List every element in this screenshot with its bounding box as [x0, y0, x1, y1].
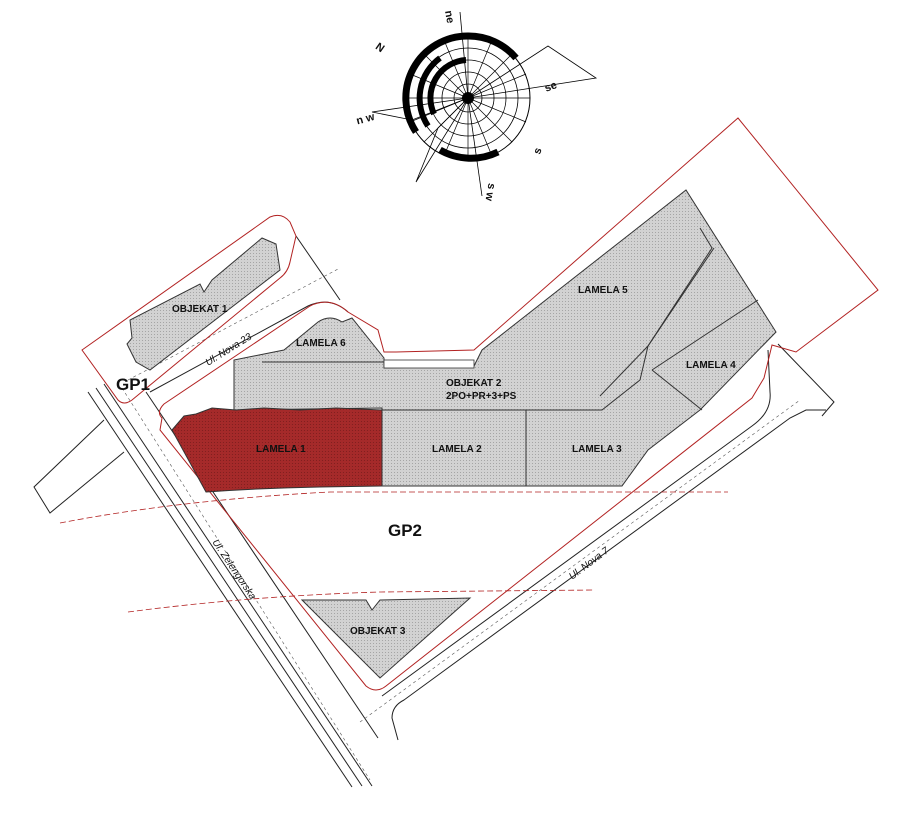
compass-sw-label: s w — [483, 182, 498, 202]
objekat3-label: OBJEKAT 3 — [350, 626, 406, 637]
lamela2-label: LAMELA 2 — [432, 444, 482, 455]
lamela4-label: LAMELA 4 — [686, 360, 736, 371]
wind-rose: N ne se s s w n w — [355, 10, 598, 202]
wind-rose-arc-outer-2 — [467, 32, 519, 61]
nova7-street-label: Ul. Nova 7 — [567, 545, 611, 582]
compass-s-label: s — [531, 146, 544, 156]
regulation-line-upper — [59, 491, 728, 524]
wind-rose-star — [371, 11, 598, 197]
courtyard-strip — [383, 359, 475, 369]
objekat2-footprint — [233, 189, 777, 487]
gp2-plot-boundary — [158, 117, 879, 691]
gp2-label: GP2 — [388, 521, 422, 540]
regulation-line-lower — [127, 589, 596, 613]
nova7-road-upper — [381, 349, 771, 697]
nova7-road-axis — [359, 399, 801, 723]
gp1-plot-boundary — [81, 214, 297, 404]
nova7-road-end — [777, 343, 835, 417]
zelengorska-road-edge-left-inner2 — [103, 383, 373, 787]
zelengorska-street-label: Ul. Zelengorska — [210, 538, 259, 603]
objekat3-footprint — [300, 597, 472, 679]
gp1-label: GP1 — [116, 375, 150, 394]
objekat2-name-label: OBJEKAT 2 — [446, 378, 502, 389]
objekat2-floors-label: 2PO+PR+3+PS — [446, 391, 517, 402]
side-road-left — [33, 419, 125, 514]
compass-ne-label: ne — [442, 10, 456, 25]
zelengorska-road-axis — [121, 387, 371, 781]
nova7-road-lower — [391, 409, 826, 741]
lamela1-label: LAMELA 1 — [256, 444, 306, 455]
lamela-divider-3-4 — [651, 369, 703, 411]
lamela1-footprint — [171, 407, 383, 493]
lamela5-label: LAMELA 5 — [578, 285, 628, 296]
nova23-road-axis — [127, 267, 341, 381]
compass-north-label: N — [373, 41, 386, 55]
lamela6-label: LAMELA 6 — [296, 338, 346, 349]
objekat2-inner-edge — [382, 227, 713, 411]
nova23-road-upper — [295, 235, 341, 301]
wind-rose-spokes — [406, 36, 530, 160]
lamela3-label: LAMELA 3 — [572, 444, 622, 455]
objekat1-label: OBJEKAT 1 — [172, 304, 228, 315]
zelengorska-road-edge-left — [87, 391, 353, 788]
wind-rose-center — [462, 92, 474, 104]
wind-rose-arc-lower — [438, 146, 500, 162]
wind-rose-arc-inner-2 — [427, 57, 467, 116]
wind-rose-arc-outer — [402, 32, 469, 134]
plot-boundaries — [81, 117, 879, 691]
compass-se-label: se — [543, 79, 559, 94]
lamela-divider-4-5 — [651, 299, 759, 371]
zelengorska-road-edge-left-inner — [95, 387, 363, 787]
compass-nw-label: n w — [355, 111, 376, 127]
objekat1-footprint — [126, 237, 281, 371]
